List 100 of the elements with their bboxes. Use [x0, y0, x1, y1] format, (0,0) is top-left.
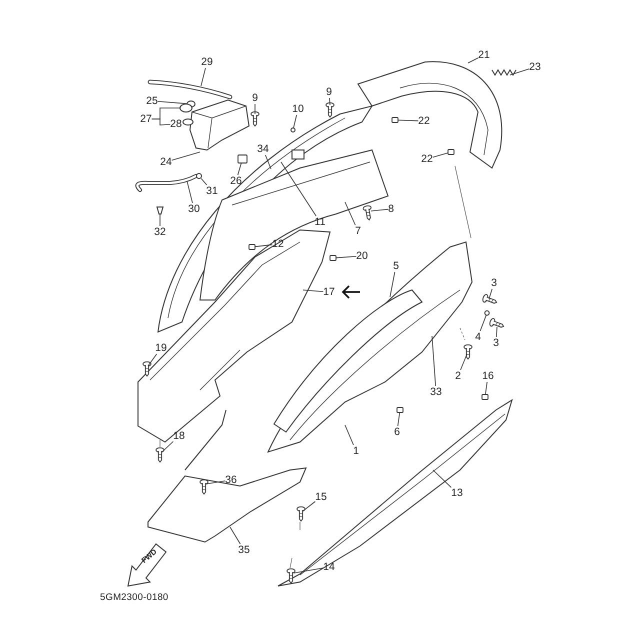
grommet [196, 173, 202, 179]
leader-line [171, 152, 200, 161]
leader-line [302, 290, 324, 292]
spring [492, 69, 516, 76]
callout-number: 22 [418, 115, 430, 127]
callout-number: 23 [529, 61, 541, 73]
rear-cover [358, 61, 502, 168]
leader-line [397, 412, 400, 426]
callout-number: 6 [394, 426, 400, 438]
screw [296, 506, 306, 522]
nut [238, 154, 248, 164]
callout-number: 14 [323, 561, 335, 573]
bolt [250, 111, 260, 127]
callout-number: 35 [238, 544, 250, 556]
hose [135, 174, 198, 192]
callout-number: 19 [155, 342, 167, 354]
leader-line [293, 114, 297, 128]
reservoir-tank [190, 99, 250, 151]
callout-number: 32 [154, 226, 166, 238]
screw [489, 318, 504, 328]
leader-line [265, 154, 272, 170]
clip [330, 255, 336, 261]
leader-line [294, 568, 324, 574]
leader-line [468, 58, 479, 64]
screw [482, 294, 498, 304]
callout-number: 7 [355, 225, 361, 237]
leader-line [329, 98, 330, 106]
leader-line [460, 354, 468, 370]
callout-number: 18 [173, 430, 185, 442]
clip [156, 206, 164, 214]
leader-line [344, 202, 356, 226]
leader-line [162, 441, 174, 452]
leader-line [151, 118, 171, 126]
callout-number: 27 [140, 113, 152, 125]
lower-panel [148, 467, 307, 543]
leader-line [280, 162, 316, 216]
leader-line [157, 101, 188, 104]
screw [142, 361, 152, 377]
leader-line [432, 152, 448, 158]
callout-number: 20 [356, 250, 368, 262]
leader-line [390, 272, 396, 298]
leader-line [432, 470, 452, 488]
callout-number: 2 [455, 370, 461, 382]
leader-line [370, 208, 388, 212]
leader-line [432, 336, 436, 386]
callout-number: 21 [478, 49, 490, 61]
leader-line [186, 180, 193, 204]
callout-number: 31 [206, 185, 218, 197]
screw [464, 344, 472, 360]
callout-number: 33 [430, 386, 442, 398]
leader-line [480, 314, 487, 332]
callout-number: 3 [493, 337, 499, 349]
leader-line [336, 256, 357, 258]
bolt [326, 102, 334, 118]
leader-line [488, 288, 492, 300]
leader-line [254, 244, 273, 248]
callout-number: 34 [257, 143, 269, 155]
callout-number: 29 [201, 56, 213, 68]
leader-line [230, 526, 241, 544]
callout-number: 9 [252, 92, 258, 104]
callout-number: 4 [475, 331, 481, 343]
washer [484, 310, 490, 316]
callout-number: 30 [188, 203, 200, 215]
leader-line [237, 162, 242, 176]
callout-number: 16 [482, 370, 494, 382]
callout-number: 11 [314, 216, 326, 228]
callout-number: 8 [388, 203, 394, 215]
washer [290, 128, 296, 132]
leader-line [206, 480, 226, 484]
callout-number: 1 [353, 445, 359, 457]
diagram-code: 5GM2300-0180 [100, 592, 168, 603]
callout-number: 3 [491, 277, 497, 289]
callout-number: 28 [170, 118, 182, 130]
leader-line [398, 120, 419, 122]
leader-line [302, 501, 316, 512]
clip [482, 394, 488, 400]
leader-line [344, 424, 354, 446]
callout-number: 13 [451, 487, 463, 499]
callout-number: 36 [225, 474, 237, 486]
leader-line [496, 326, 498, 338]
screw [286, 568, 296, 584]
cap [180, 104, 192, 112]
callout-number: 15 [315, 491, 327, 503]
callout-number: 5 [393, 260, 399, 272]
clip [448, 149, 454, 155]
clip [392, 117, 398, 123]
callout-number: 24 [160, 156, 172, 168]
callout-number: 9 [326, 86, 332, 98]
leader-line [510, 68, 530, 76]
callout-number: 22 [421, 153, 433, 165]
callout-number: 17 [323, 286, 335, 298]
leader-line [200, 178, 208, 186]
callout-number: 26 [230, 175, 242, 187]
clip [396, 407, 404, 413]
washer [182, 118, 194, 126]
screw [156, 447, 164, 463]
callout-number: 10 [292, 103, 304, 115]
leader-line [200, 68, 206, 86]
screw [362, 205, 372, 221]
leader-line [148, 354, 158, 366]
